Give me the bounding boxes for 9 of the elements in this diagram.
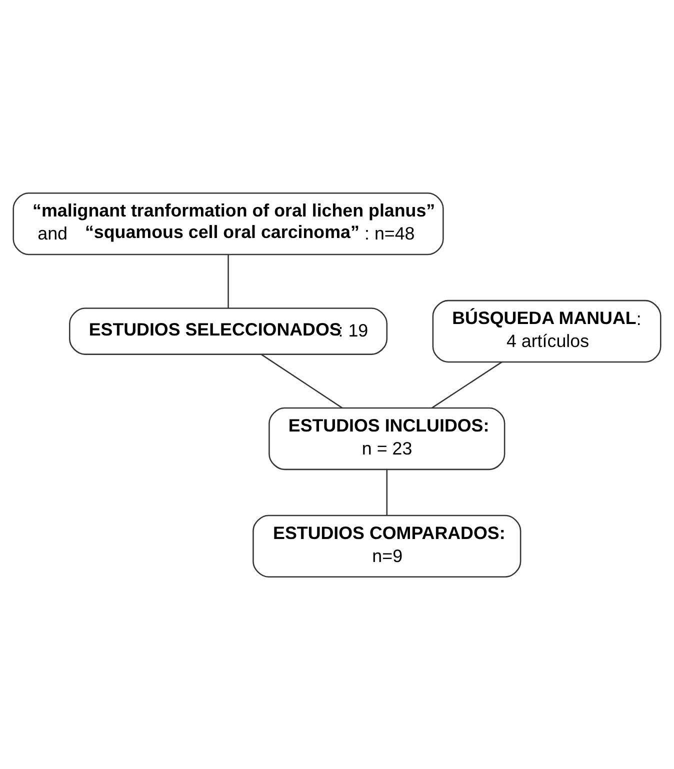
connector	[432, 361, 502, 408]
node-box: ESTUDIOS INCLUIDOS: n = 23	[268, 406, 506, 470]
connector	[261, 354, 343, 408]
node-box: “malignant tranformation of oral lichen planus” and “squamous cell oral carcinoma” : n=48	[12, 192, 444, 255]
connector	[386, 469, 388, 515]
node-box: ESTUDIOS SELECCIONADOS: 19	[69, 307, 388, 354]
node-box: BÚSQUEDA MANUAL: 4 artículos	[432, 299, 662, 362]
connector	[228, 254, 229, 308]
node-box: ESTUDIOS COMPARADOS: n=9	[252, 514, 522, 578]
